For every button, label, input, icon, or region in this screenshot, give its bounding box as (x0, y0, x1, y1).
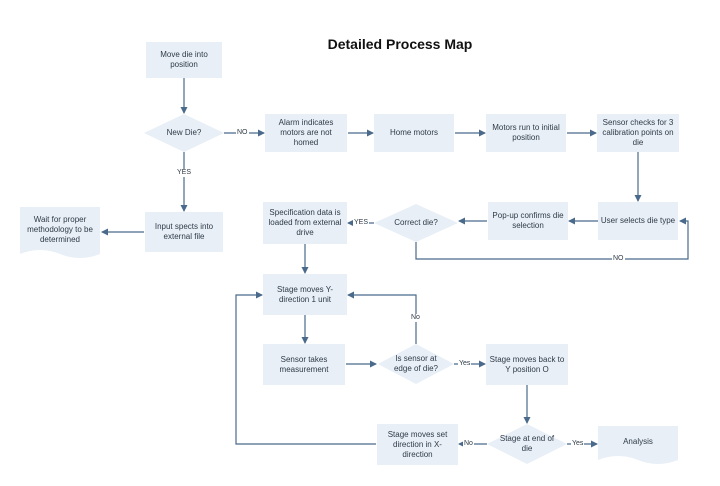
node-stage-back: Stage moves back to Y position O (486, 344, 568, 385)
node-popup-confirms: Pop-up confirms die selection (488, 202, 568, 240)
node-wait-method: Wait for proper methodology to be determ… (27, 215, 93, 244)
node-stage-y: Stage moves Y-direction 1 unit (263, 274, 347, 315)
node-input-specs: Input spects into external file (145, 212, 223, 252)
node-sensor-checks: Sensor checks for 3 calibration points o… (597, 114, 679, 152)
analysis-document-shape (598, 426, 678, 464)
edge-edge-no-to-stage-y (347, 291, 417, 344)
node-spec-loaded: Specification data is loaded from extern… (263, 202, 347, 244)
label-correct-yes: YES (353, 219, 370, 227)
label-newdie-no: NO (236, 129, 249, 137)
node-correct-die: Correct die? (394, 218, 438, 227)
node-user-selects: User selects die type (598, 202, 678, 240)
sensor-edge-diamond (378, 344, 454, 384)
edge-correct-no-to-user (415, 217, 689, 260)
node-stage-x: Stage moves set direction in X-direction (377, 424, 458, 465)
label-end-yes: Yes (571, 440, 585, 448)
label-correct-no: NO (612, 255, 625, 263)
node-sensor-meas: Sensor takes measurement (263, 344, 345, 385)
label-newdie-yes: YES (176, 169, 193, 177)
node-home-motors: Home motors (374, 114, 454, 152)
node-motors-initial: Motors run to initial position (486, 114, 566, 152)
node-alarm: Alarm indicates motors are not homed (265, 114, 347, 152)
edge-stage-x-to-stage-y (235, 291, 376, 445)
label-edge-yes: Yes (458, 360, 472, 368)
node-move-die: Move die into position (146, 42, 222, 78)
node-new-die: New Die? (166, 128, 202, 137)
label-end-no: No (463, 440, 474, 448)
label-edge-no: No (410, 314, 421, 322)
correct-die-diamond (374, 204, 458, 242)
node-analysis: Analysis (623, 437, 653, 446)
stage-end-diamond (487, 424, 567, 464)
node-stage-end: Stage at end of die (499, 434, 555, 453)
new-die-diamond (144, 114, 224, 152)
node-sensor-edge: Is sensor at edge of die? (393, 354, 439, 373)
wait-method-document-shape (20, 207, 100, 258)
diagram-title: Detailed Process Map (327, 36, 473, 52)
